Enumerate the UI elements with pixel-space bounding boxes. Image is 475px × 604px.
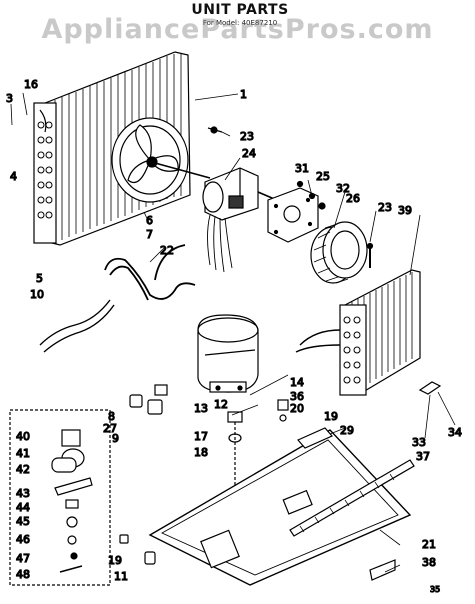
part-label: 5 [36, 272, 43, 285]
part-label: 16 [24, 78, 38, 91]
base-pan [148, 429, 412, 586]
part-label: 47 [16, 552, 30, 565]
part-label: 8 [108, 410, 115, 423]
part-label: 12 [214, 398, 228, 411]
part-label: 19 [324, 410, 338, 423]
part-label: 33 [412, 436, 426, 449]
part-label: 31 [295, 162, 309, 175]
part-label: 6 [146, 214, 153, 227]
part-label: 4 [10, 170, 17, 183]
part-label: 41 [16, 447, 30, 460]
capacitor-inset-box [9, 409, 111, 586]
part-label: 10 [30, 288, 44, 301]
part-label: 40 [16, 430, 30, 443]
part-label: 19 [108, 554, 122, 567]
condenser-fan-blade [111, 117, 211, 203]
part-label: 14 [290, 376, 304, 389]
part-label: 26 [346, 192, 360, 205]
part-label: 18 [194, 446, 208, 459]
compressor [197, 314, 259, 393]
power-cord [39, 299, 115, 353]
part-label: 23 [240, 130, 254, 143]
leader-lines [10, 92, 456, 573]
part-label: 44 [16, 501, 30, 514]
part-11 [119, 534, 156, 565]
part-label: 11 [114, 570, 128, 583]
part-label: 43 [16, 487, 30, 500]
part-33 [418, 381, 442, 395]
part-label: 13 [194, 402, 208, 415]
part-label: 42 [16, 463, 30, 476]
part-label: 39 [398, 204, 412, 217]
part-label: 3 [6, 92, 13, 105]
small-parts-8-9-27 [129, 384, 168, 415]
tubing-assembly [104, 244, 196, 301]
part-label: 23 [378, 201, 392, 214]
evaporator-coil [295, 269, 421, 396]
part-label: 29 [340, 424, 354, 437]
small-parts-36-20 [277, 399, 289, 422]
part-label: 7 [146, 228, 153, 241]
diagram-title: UNIT PARTS [191, 2, 289, 18]
part-label: 37 [416, 450, 430, 463]
part-label: 36 [290, 390, 304, 403]
page-number: 35 [430, 585, 440, 594]
base-rail [289, 459, 415, 537]
part-label: 20 [290, 402, 304, 415]
part-number-labels: 1 3 4 5 6 7 8 9 10 11 12 13 14 16 17 18 … [5, 77, 462, 583]
blower-wheel [310, 221, 368, 284]
motor-mount-bracket [267, 180, 326, 243]
part-label: 48 [16, 568, 30, 581]
part-label: 32 [336, 182, 350, 195]
part-label: 22 [160, 244, 174, 257]
part-label: 25 [316, 170, 330, 183]
part-label: 45 [16, 515, 30, 528]
bracket-29 [297, 427, 333, 449]
model-line: For Model: 40E87210 [202, 19, 278, 27]
part-label: 17 [194, 430, 208, 443]
part-label: 1 [240, 88, 247, 101]
part-38 [369, 559, 396, 581]
part-label: 34 [448, 426, 462, 439]
screw-23-top [207, 126, 223, 134]
screw-23-right [366, 242, 374, 268]
part-label: 38 [422, 556, 436, 569]
part-label: 46 [16, 533, 30, 546]
part-label: 27 [103, 422, 117, 435]
part-label: 9 [112, 432, 119, 445]
part-label: 24 [242, 147, 256, 160]
part-label: 21 [422, 538, 436, 551]
